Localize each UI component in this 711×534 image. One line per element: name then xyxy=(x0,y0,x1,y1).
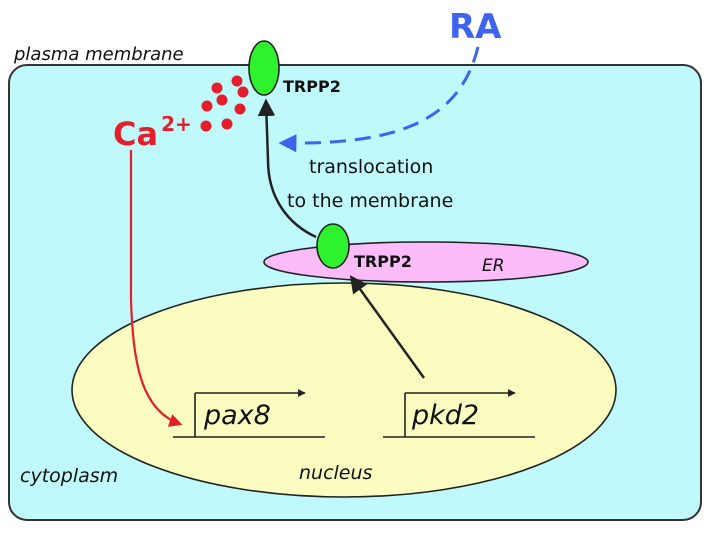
er-shape xyxy=(263,241,589,283)
calcium-ion xyxy=(211,82,223,94)
calcium-ion xyxy=(200,120,212,132)
cytoplasm-label: cytoplasm xyxy=(20,465,118,487)
calcium-ion xyxy=(221,118,233,130)
calcium-charge: 2+ xyxy=(161,112,192,136)
trpp2-membrane-channel xyxy=(248,40,280,96)
er-label: ER xyxy=(482,256,505,276)
ra-dashed-arrow xyxy=(278,46,480,153)
gene-pkd2-label: pkd2 xyxy=(411,400,479,431)
gene-pkd2 xyxy=(383,389,535,438)
pkd2-to-trpp2-arrow xyxy=(349,275,426,379)
calcium-base: Ca xyxy=(113,115,158,153)
trpp2-er-channel xyxy=(316,223,350,269)
translocation-label-line2: to the membrane xyxy=(287,190,453,212)
trpp2-membrane-label: TRPP2 xyxy=(283,77,341,96)
calcium-ion xyxy=(231,75,243,87)
ra-label: RA xyxy=(449,7,502,47)
translocation-label-line1: translocation xyxy=(309,156,433,178)
calcium-ion xyxy=(237,86,249,98)
calcium-ion xyxy=(234,103,246,115)
nucleus-shape xyxy=(71,282,617,498)
gene-pax8-label: pax8 xyxy=(203,400,271,431)
gene-pax8 xyxy=(173,389,325,438)
calcium-to-pax8-arrow xyxy=(129,150,183,427)
trpp2-er-label: TRPP2 xyxy=(354,252,412,271)
calcium-ion xyxy=(216,94,228,106)
translocation-arrow xyxy=(257,98,317,239)
calcium-ion xyxy=(201,100,213,112)
nucleus-label: nucleus xyxy=(299,462,373,484)
plasma-membrane-label: plasma membrane xyxy=(13,44,184,65)
calcium-ions xyxy=(200,75,249,132)
